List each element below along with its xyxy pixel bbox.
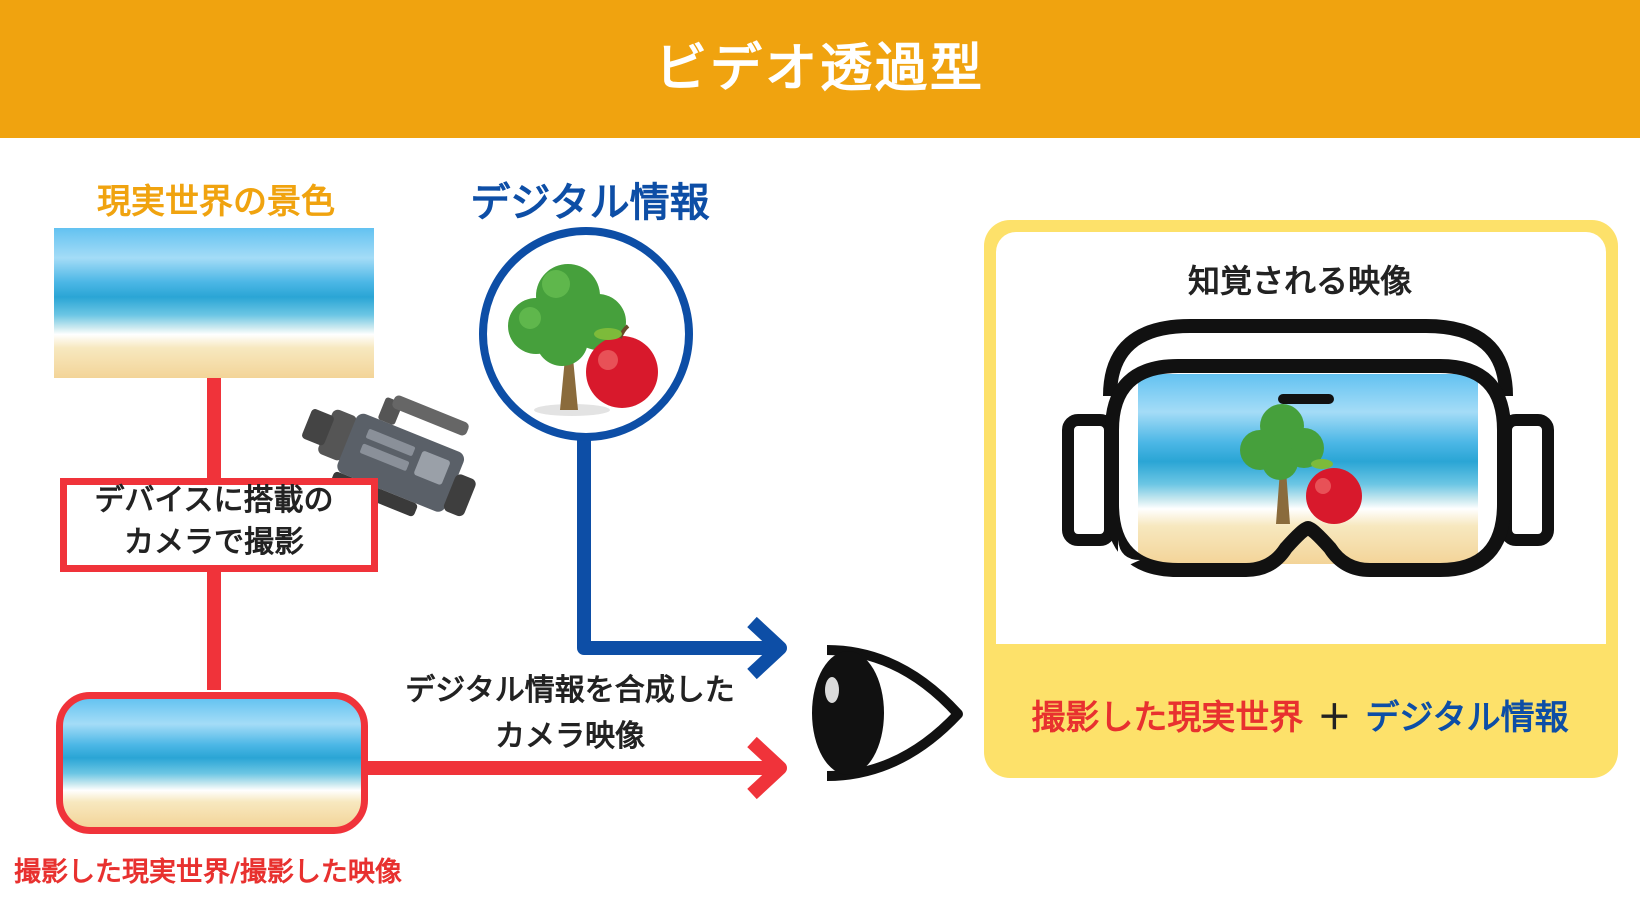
page-title: ビデオ透過型: [654, 39, 985, 99]
eye-icon: [812, 645, 963, 781]
camera-text-line-2: カメラで撮影: [124, 525, 304, 560]
real-world-label: 現実世界の景色: [97, 182, 335, 222]
result-captured-world: 撮影した現実世界: [1031, 698, 1304, 738]
composite-text-line-2: カメラ映像: [495, 719, 645, 754]
composite-text-line-1: デジタル情報を合成した: [405, 673, 735, 708]
vr-goggles: [1062, 319, 1554, 577]
camera-capture-box: [60, 478, 378, 572]
plus-sign: ＋: [1317, 698, 1352, 738]
camera-text-line-1: デバイスに搭載の: [94, 483, 334, 518]
result-digital-info: デジタル情報: [1365, 698, 1569, 738]
blue-flow-line: [577, 438, 787, 680]
result-formula: 撮影した現実世界 ＋ デジタル情報: [990, 690, 1610, 739]
digital-info-label: デジタル情報: [470, 180, 710, 226]
captured-caption: 撮影した現実世界/撮影した映像: [14, 857, 402, 888]
header-bar: ビデオ透過型: [0, 0, 1640, 138]
real-world-beach-image: [54, 228, 374, 378]
composite-video-text: デジタル情報を合成した カメラ映像: [360, 668, 780, 760]
perceived-image-label: 知覚される映像: [1187, 262, 1412, 300]
captured-image-frame: [56, 692, 368, 834]
camera-capture-text: デバイスに搭載の カメラで撮影: [64, 480, 364, 564]
captured-beach-image: [62, 698, 362, 828]
digital-info-circle: [479, 227, 693, 441]
